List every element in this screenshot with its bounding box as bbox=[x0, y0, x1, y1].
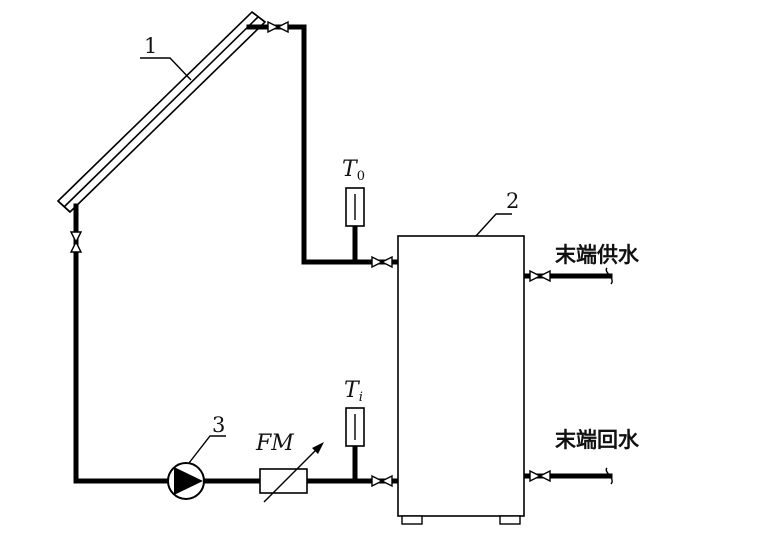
label-temp-inlet-letter: T bbox=[344, 378, 361, 403]
circulation-pump bbox=[167, 462, 205, 500]
label-temp-inlet: Ti bbox=[344, 378, 363, 405]
valve-supply bbox=[529, 269, 551, 283]
leader-tank bbox=[475, 213, 512, 237]
label-pump: 3 bbox=[212, 413, 225, 437]
pipe-break-supply bbox=[605, 267, 613, 285]
flow-meter bbox=[259, 442, 324, 503]
label-temp-outlet-sub: 0 bbox=[357, 169, 365, 184]
valve-tank-inlet bbox=[371, 255, 393, 269]
valve-return bbox=[529, 469, 551, 483]
label-terminal-return: 末端回水 bbox=[555, 428, 640, 452]
solar-collector bbox=[56, 10, 267, 214]
label-flowmeter: FM bbox=[255, 431, 294, 456]
pipe-network bbox=[73, 24, 613, 484]
valve-collector-top bbox=[267, 20, 289, 34]
leader-collector bbox=[140, 57, 192, 81]
valve-collector-bottom bbox=[69, 231, 83, 253]
label-tank: 2 bbox=[506, 189, 519, 213]
label-temp-inlet-sub: i bbox=[359, 390, 363, 405]
pipe-break-return bbox=[605, 467, 613, 485]
storage-tank bbox=[397, 235, 525, 525]
valve-tank-return-inlet bbox=[371, 474, 393, 488]
label-terminal-supply: 末端供水 bbox=[555, 243, 640, 267]
label-temp-outlet: T0 bbox=[342, 157, 365, 184]
label-collector: 1 bbox=[144, 34, 157, 58]
temperature-sensor-inlet bbox=[345, 407, 365, 447]
temperature-sensor-outlet bbox=[345, 187, 365, 227]
label-temp-outlet-letter: T bbox=[342, 157, 359, 182]
leader-pump bbox=[188, 435, 226, 464]
